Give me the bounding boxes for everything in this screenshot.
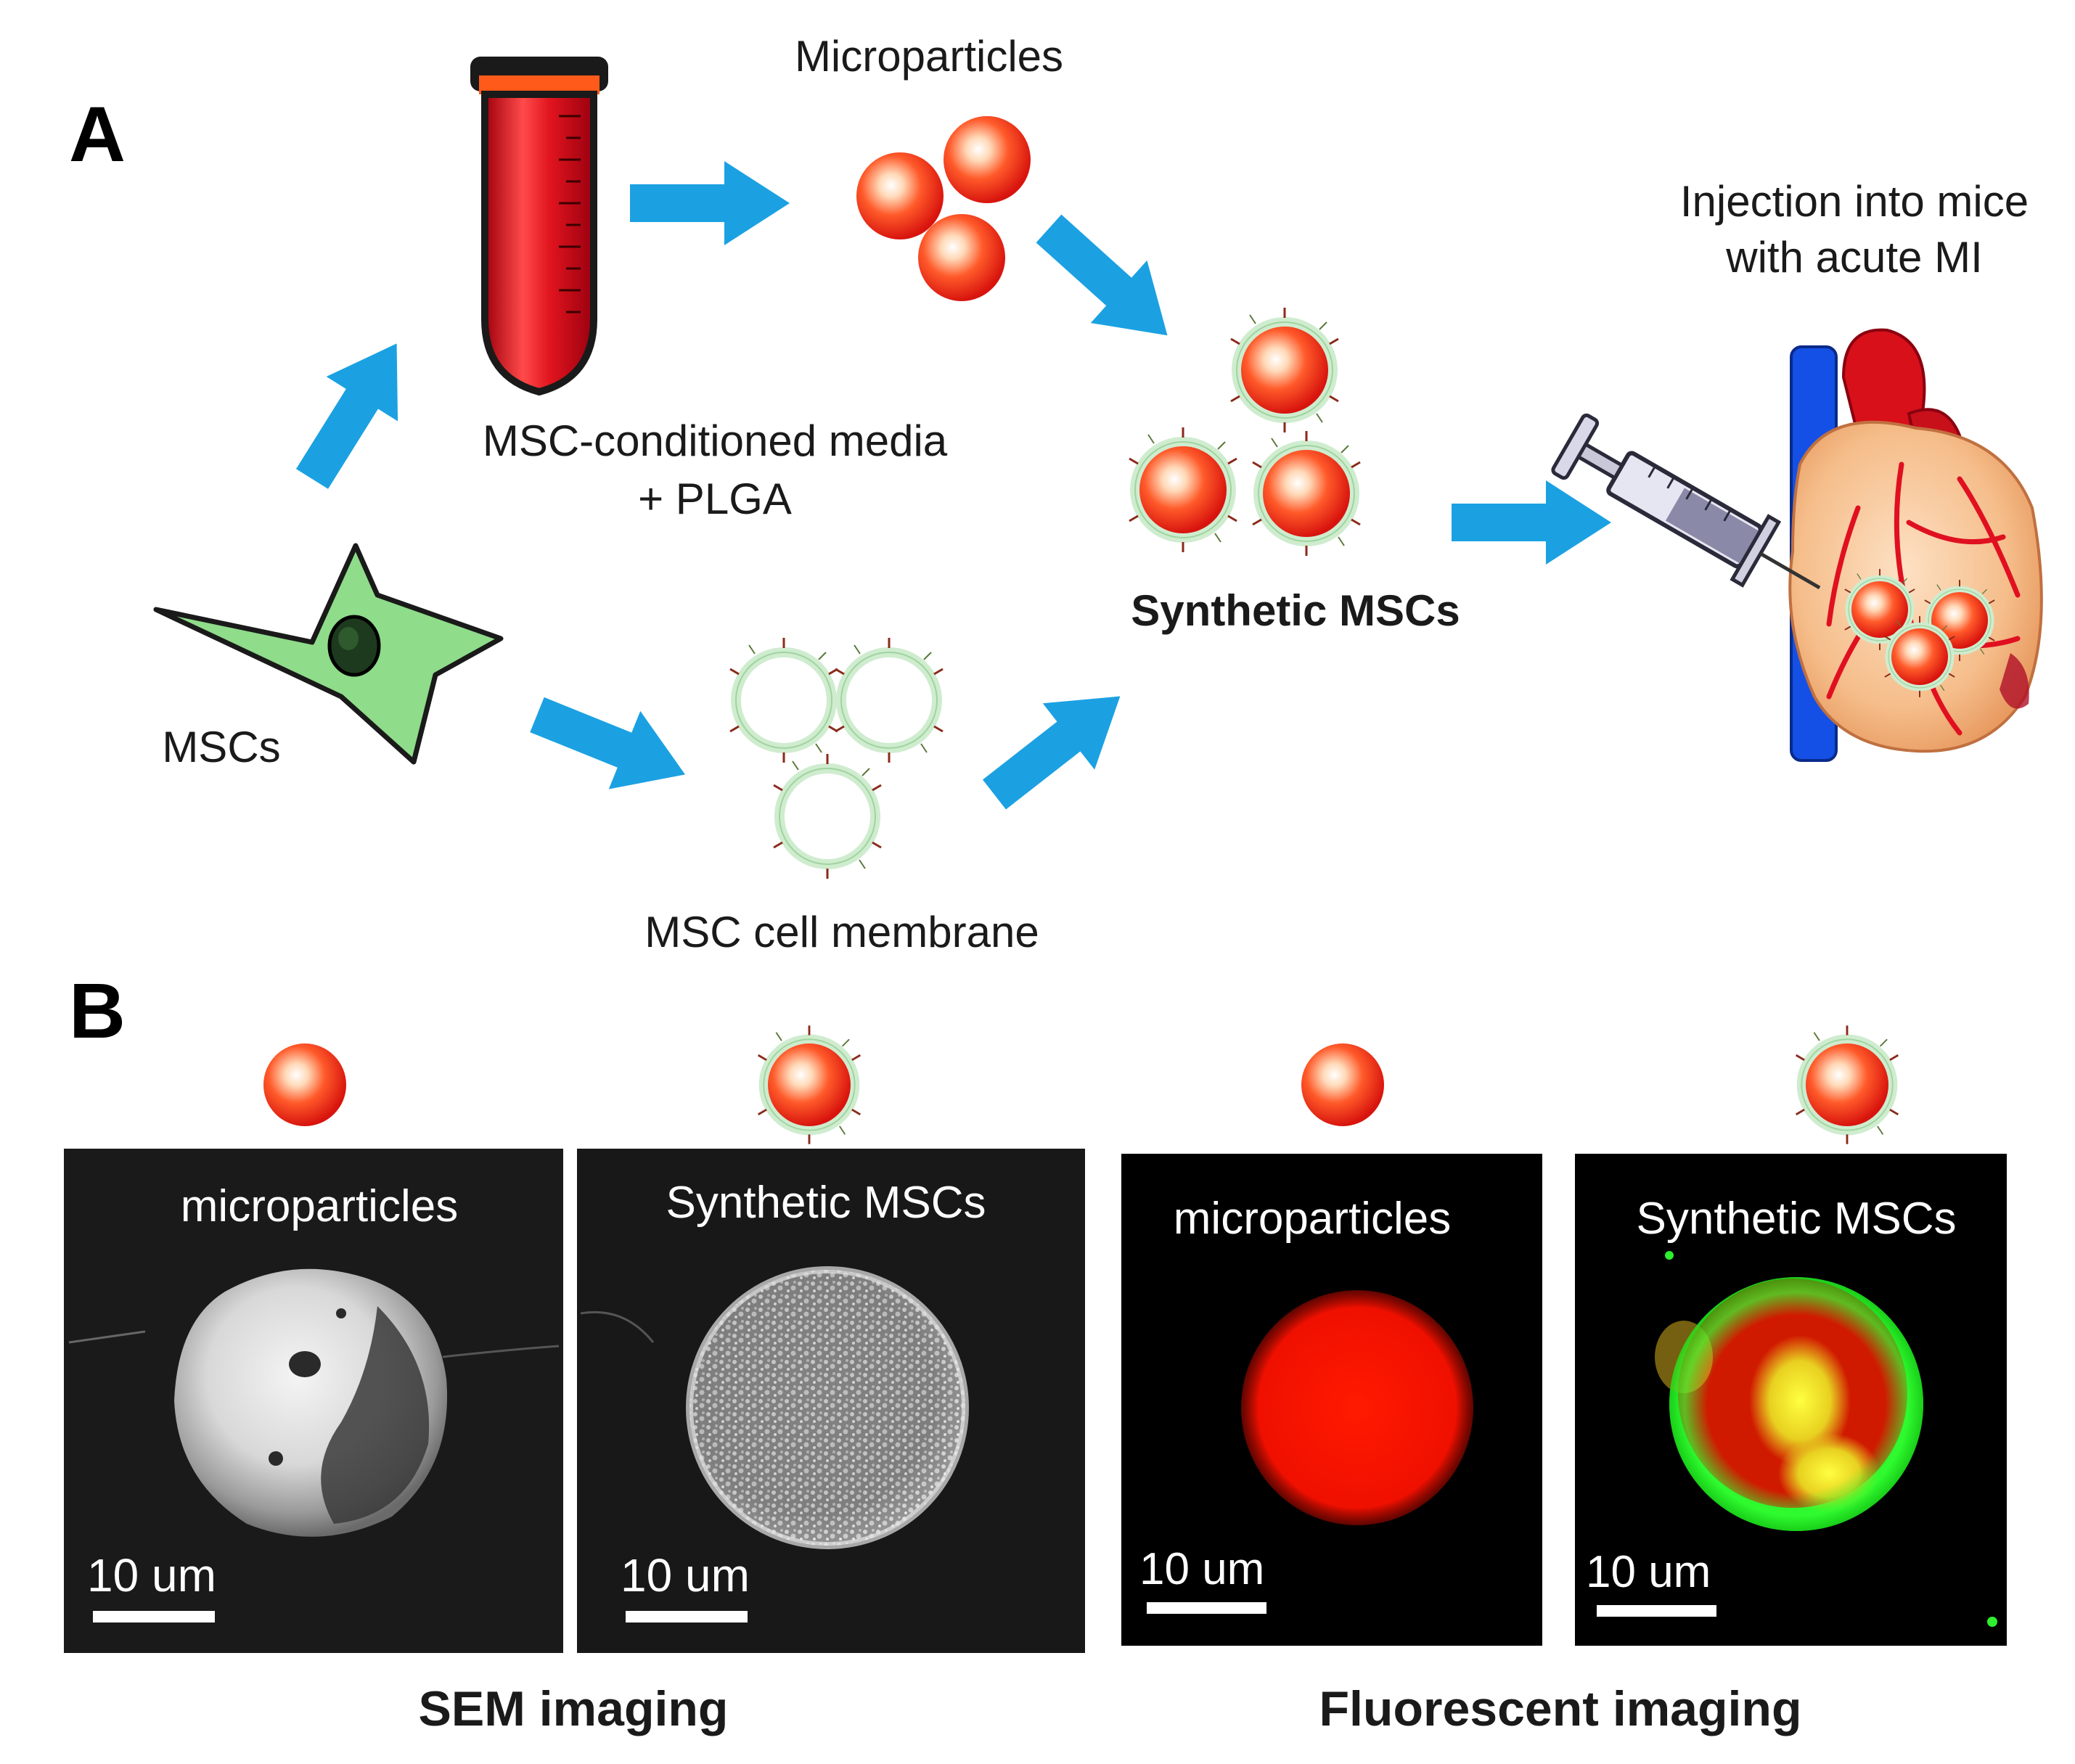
microparticles-cluster — [856, 116, 1031, 301]
label-membrane: MSC cell membrane — [644, 908, 1039, 956]
fluor-label-microparticles: microparticles — [1174, 1194, 1451, 1244]
syringe-icon — [1551, 413, 1821, 590]
arrow-membrane-to-synthetic — [968, 662, 1147, 828]
fluor-image-microparticles — [1121, 1154, 1542, 1646]
fluor-label-synthetic: Synthetic MSCs — [1636, 1194, 1956, 1244]
label-media-line1: MSC-conditioned media — [483, 417, 948, 465]
test-tube-icon — [470, 57, 608, 396]
sem-label-microparticles: microparticles — [181, 1181, 458, 1231]
sem-scale-2: 10 um — [621, 1549, 750, 1601]
sem-image-microparticles — [64, 1149, 563, 1653]
label-microparticles: Microparticles — [795, 32, 1063, 81]
microparticle-icon-1 — [263, 1043, 346, 1126]
arrow-cell-to-media — [276, 321, 433, 501]
arrow-cell-to-membrane — [521, 676, 701, 814]
membrane-vesicles — [730, 638, 943, 879]
label-synthetic-mscs: Synthetic MSCs — [1131, 586, 1460, 635]
sem-image-synthetic — [577, 1149, 1085, 1653]
panel-b-letter: B — [69, 967, 126, 1054]
heart-icon — [1788, 328, 2043, 762]
label-media-line2: + PLGA — [638, 475, 792, 523]
label-injection-line1: Injection into mice — [1680, 177, 2029, 226]
synthetic-msc-icon-1 — [758, 1025, 861, 1144]
caption-fluorescent-imaging: Fluorescent imaging — [1319, 1681, 1802, 1736]
msc-cell-icon — [153, 543, 504, 765]
caption-sem-imaging: SEM imaging — [419, 1681, 729, 1736]
arrow-media-to-microparticles — [630, 161, 790, 245]
arrow-microparticles-to-synthetic — [1020, 197, 1196, 367]
fluor-scale-2: 10 um — [1586, 1547, 1711, 1597]
sem-scale-1: 10 um — [87, 1549, 216, 1601]
panel-a-letter: A — [69, 90, 126, 178]
microparticle-icon-2 — [1301, 1043, 1384, 1126]
label-injection-line2: with acute MI — [1725, 233, 1982, 282]
fluor-scale-1: 10 um — [1139, 1544, 1264, 1594]
arrow-synthetic-to-injection — [1452, 480, 1611, 565]
label-mscs: MSCs — [162, 723, 280, 771]
fluor-image-synthetic — [1575, 1154, 2007, 1646]
synthetic-mscs-cluster — [1129, 308, 1360, 556]
sem-label-synthetic: Synthetic MSCs — [666, 1178, 986, 1228]
synthetic-msc-icon-2 — [1796, 1025, 1899, 1144]
